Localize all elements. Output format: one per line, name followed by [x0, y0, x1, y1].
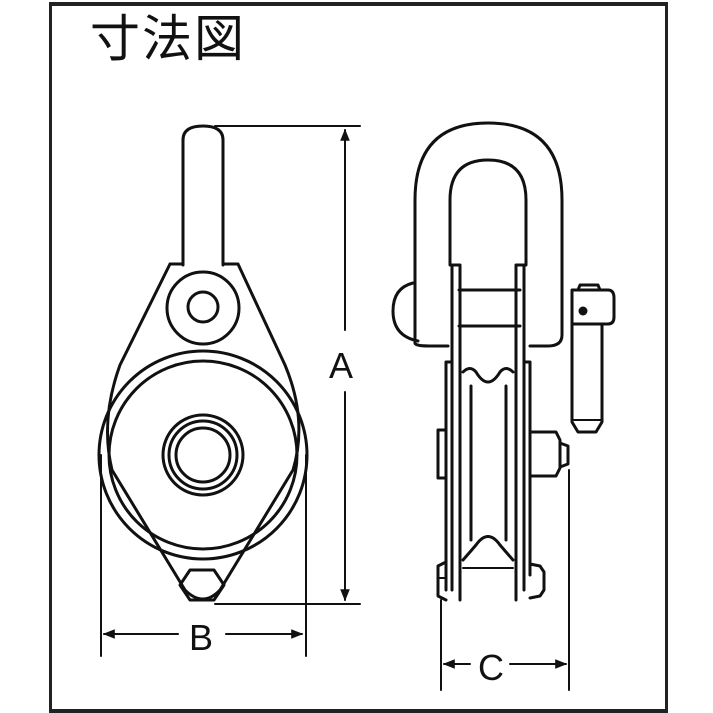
shackle-bow: [413, 121, 564, 348]
eye-ring: [165, 270, 241, 346]
hub-mid: [167, 419, 239, 491]
bottom-plate-tip: [183, 588, 222, 601]
sheave-groove-bottom: [461, 535, 515, 562]
cotter-pin: [570, 322, 604, 434]
bottom-bolt: [436, 560, 448, 602]
side-plate-outline: [106, 262, 301, 592]
right-axle-nut: [528, 430, 562, 478]
side-plate-right-outer: [514, 263, 526, 602]
dimension-a: [214, 125, 361, 605]
dimension-a-label: A: [329, 345, 353, 386]
sheave-groove-top: [461, 367, 515, 384]
sheave-outer: [97, 349, 309, 561]
side-plate-left-outer: [450, 263, 462, 602]
eye-bolt-shank: [181, 124, 225, 267]
drawing-title: 寸法図: [90, 10, 246, 68]
side-view: [391, 121, 616, 602]
sheave-inner: [107, 359, 299, 551]
dimension-b-label: B: [189, 617, 213, 658]
hub-outer: [161, 413, 245, 497]
front-view: [97, 124, 309, 602]
hub-bore: [174, 426, 232, 484]
dimension-c-label: C: [478, 647, 504, 688]
dimension-b: [100, 454, 307, 657]
drawing-frame: [49, 2, 668, 713]
eye-hole: [186, 290, 220, 324]
bottom-nut-icon: [178, 568, 226, 602]
shackle-pin-nut: [570, 288, 616, 326]
shackle-bolt-head: [391, 281, 420, 343]
dimension-c: [440, 469, 570, 691]
left-axle-cap: [436, 428, 448, 480]
shackle-bow-inner: [448, 158, 528, 267]
